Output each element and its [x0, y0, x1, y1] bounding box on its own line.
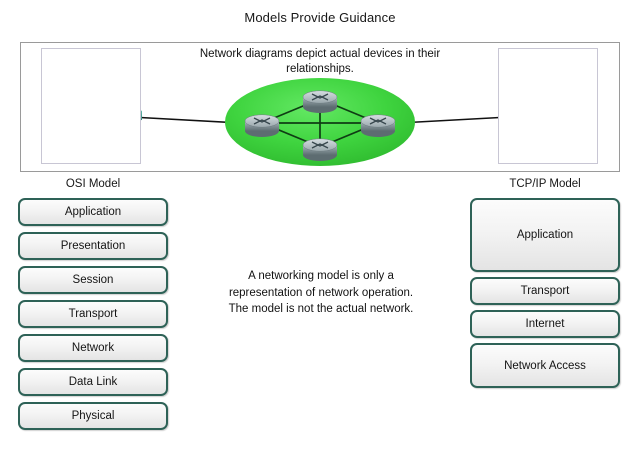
osi-model-heading: OSI Model	[65, 178, 121, 190]
center-note-line-1: A networking model is only a	[248, 270, 394, 282]
caption-text: Network diagrams depict actual devices i…	[199, 48, 441, 75]
tcpip-layer-transport[interactable]: Transport	[470, 277, 620, 305]
tcpip-model-heading: TCP/IP Model	[509, 178, 581, 190]
tcpip-layer-internet[interactable]: Internet	[470, 310, 620, 338]
center-note-line-3: The model is not the actual network.	[228, 303, 414, 315]
tcpip-layer-network-access[interactable]: Network Access	[470, 343, 620, 388]
page-title: Models Provide Guidance	[244, 10, 396, 25]
osi-layer-network[interactable]: Network	[18, 334, 168, 362]
network-diagram-caption: Network diagrams depict actual devices i…	[165, 47, 475, 77]
tcpip-layer-application[interactable]: Application	[470, 198, 620, 272]
center-note-line-2: representation of network operation.	[228, 286, 414, 299]
router-top	[302, 90, 338, 113]
center-explanatory-note: A networking model is only a representat…	[186, 268, 456, 318]
osi-layer-presentation[interactable]: Presentation	[18, 232, 168, 260]
osi-layer-session[interactable]: Session	[18, 266, 168, 294]
osi-layer-transport[interactable]: Transport	[18, 300, 168, 328]
router-bottom	[302, 138, 338, 161]
left-lan-cluster-frame	[41, 48, 141, 164]
router-right	[360, 114, 396, 137]
osi-layer-physical[interactable]: Physical	[18, 402, 168, 430]
router-left	[244, 114, 280, 137]
osi-layer-application[interactable]: Application	[18, 198, 168, 226]
osi-layer-data-link[interactable]: Data Link	[18, 368, 168, 396]
right-lan-cluster-frame	[498, 48, 598, 164]
